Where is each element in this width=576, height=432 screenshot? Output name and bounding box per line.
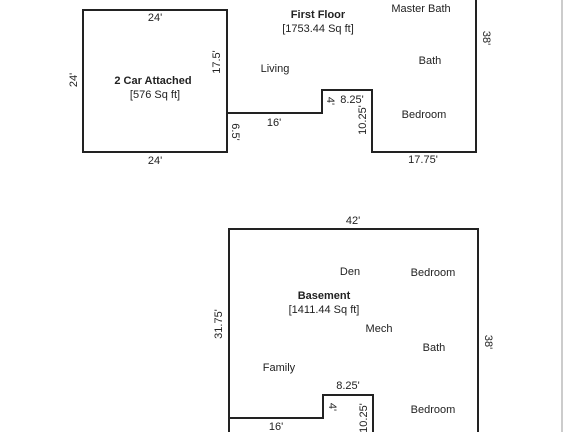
- basement-notch-walls: [229, 394, 374, 432]
- first-floor-area: [1753.44 Sq ft]: [282, 23, 354, 35]
- first-floor-outline: [227, 0, 477, 153]
- basement-area: [1411.44 Sq ft]: [289, 304, 360, 316]
- garage-dim-right: 17.5': [211, 50, 223, 74]
- room-bedroom-bottom: Bedroom: [411, 404, 456, 416]
- first-floor-dim-bottom-left: 16': [267, 117, 281, 129]
- garage-dim-top: 24': [148, 12, 162, 24]
- garage-dim-bottom: 24': [148, 155, 162, 167]
- room-bath-basement: Bath: [423, 342, 446, 354]
- first-floor-dim-notch-depth: 10.25': [357, 105, 369, 135]
- basement-outer-walls: [228, 228, 479, 432]
- basement-dim-left: 31.75': [213, 309, 225, 339]
- basement-dim-notch-width: 8.25': [336, 380, 360, 392]
- first-floor-dim-right: 38': [480, 31, 492, 45]
- room-master-bath: Master Bath: [391, 3, 450, 15]
- room-bath: Bath: [419, 55, 442, 67]
- room-den: Den: [340, 266, 360, 278]
- room-living: Living: [261, 63, 290, 75]
- first-floor-dim-notch-height: 4': [324, 97, 336, 105]
- garage-dim-step: 6.5': [229, 123, 241, 140]
- basement-dim-notch-height: 4': [326, 403, 338, 411]
- room-mech: Mech: [366, 323, 393, 335]
- garage-area: [576 Sq ft]: [130, 89, 180, 101]
- first-floor-dim-bottom-right: 17.75': [408, 154, 438, 166]
- garage-title: 2 Car Attached: [114, 75, 191, 87]
- room-bedroom: Bedroom: [402, 109, 447, 121]
- basement-dim-bottom-left: 16': [269, 421, 283, 432]
- basement-dim-top: 42': [346, 215, 360, 227]
- first-floor-dim-notch-width: 8.25': [340, 94, 364, 106]
- basement-title: Basement: [298, 290, 351, 302]
- first-floor-title: First Floor: [291, 9, 346, 21]
- room-family: Family: [263, 362, 296, 374]
- basement-dim-notch-depth: 10.25': [358, 403, 370, 432]
- room-bedroom-top: Bedroom: [411, 267, 456, 279]
- garage-dim-left: 24': [68, 73, 80, 87]
- basement-dim-right: 38': [482, 335, 494, 349]
